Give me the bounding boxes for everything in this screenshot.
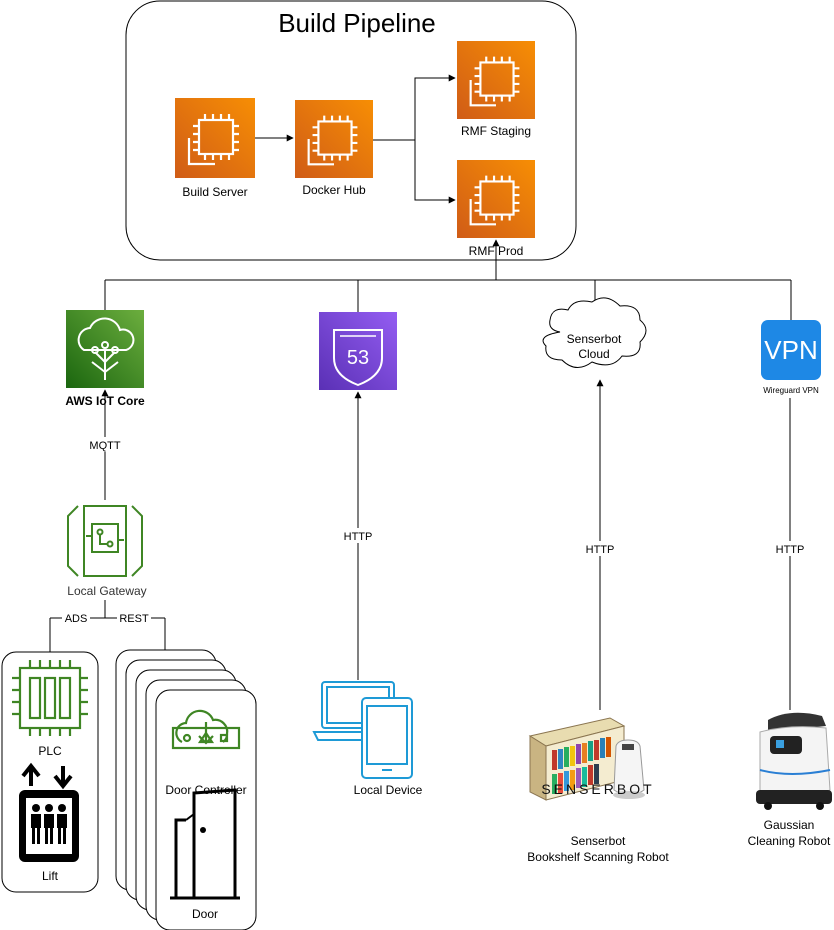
build-server-icon[interactable]: [175, 98, 255, 178]
senserbot-cloud-shape[interactable]: [542, 297, 647, 368]
lift-label: Lift: [42, 869, 59, 883]
arrow-docker-to-staging: [373, 74, 456, 141]
door-icon[interactable]: [170, 788, 240, 900]
rest-label: REST: [119, 613, 149, 625]
http-label-vpn: HTTP: [776, 544, 805, 556]
senserbot-cloud-label-2: Cloud: [578, 347, 609, 361]
rmf-staging-label: RMF Staging: [461, 124, 531, 138]
local-device-label: Local Device: [354, 783, 423, 797]
docker-hub-label: Docker Hub: [302, 183, 366, 197]
door-label: Door: [192, 907, 218, 921]
local-gateway-icon[interactable]: [67, 505, 143, 577]
build-server-label: Build Server: [182, 185, 247, 199]
http-label-route53: HTTP: [344, 531, 373, 543]
plc-icon[interactable]: [12, 660, 88, 736]
local-device-icon[interactable]: [312, 681, 413, 779]
http-label-cloud: HTTP: [586, 544, 615, 556]
ads-label: ADS: [65, 613, 88, 625]
vpn-badge-text: VPN: [764, 335, 817, 365]
route53-icon[interactable]: 53: [319, 312, 397, 390]
gaussian-label-2: Cleaning Robot: [748, 834, 831, 848]
gaussian-robot-illustration[interactable]: [756, 712, 832, 810]
plc-label: PLC: [38, 744, 62, 758]
docker-hub-icon[interactable]: [295, 100, 373, 178]
route53-badge-text: 53: [347, 347, 369, 369]
senserbot-cloud-label-1: Senserbot: [567, 332, 622, 346]
gaussian-label-1: Gaussian: [764, 818, 815, 832]
rmf-staging-icon[interactable]: [457, 41, 535, 119]
senserbot-robot-illustration[interactable]: [528, 717, 645, 801]
lift-icon[interactable]: [19, 762, 79, 862]
senserbot-label-2: Bookshelf Scanning Robot: [527, 850, 669, 864]
mqtt-label: MQTT: [89, 440, 120, 452]
arrow-docker-to-prod: [414, 140, 456, 204]
build-pipeline-title: Build Pipeline: [278, 8, 436, 38]
rmf-prod-icon[interactable]: [457, 160, 535, 238]
door-controller-icon[interactable]: [171, 709, 241, 750]
local-gateway-label: Local Gateway: [67, 584, 146, 598]
vpn-label: Wireguard VPN: [763, 386, 819, 395]
vpn-icon[interactable]: VPN: [761, 320, 821, 380]
door-controller-label: Door Controller: [165, 783, 246, 797]
aws-iot-core-icon[interactable]: [66, 310, 144, 388]
senserbot-label-1: Senserbot: [571, 834, 626, 848]
senserbot-brand-logo: SENSERBOT: [541, 781, 654, 797]
